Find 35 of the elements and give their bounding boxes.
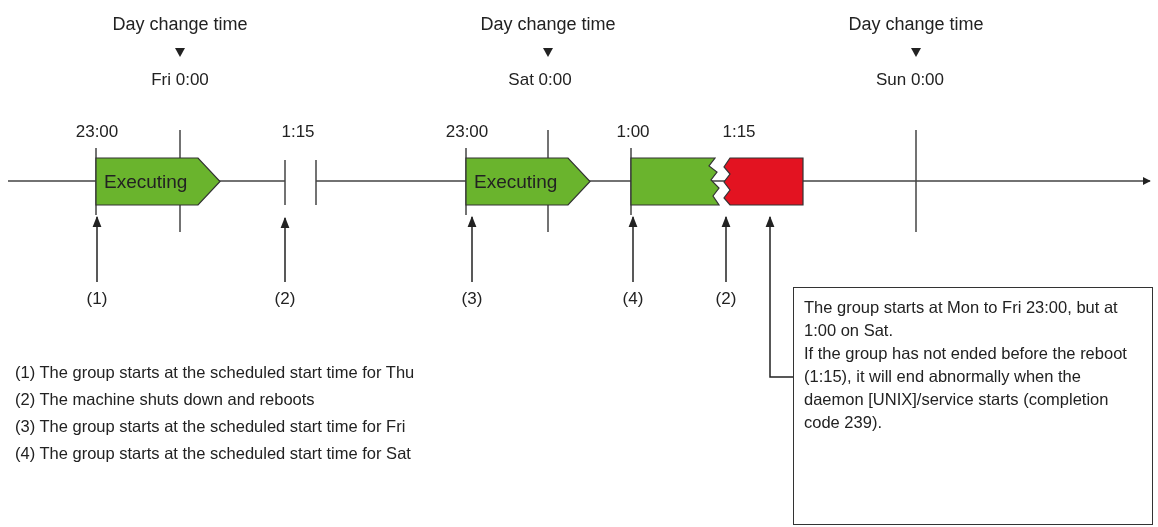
leader-line — [765, 215, 794, 378]
time-label: 1:15 — [281, 122, 315, 142]
day-time-label: Sat 0:00 — [508, 70, 572, 90]
day-time-label: Sun 0:00 — [875, 70, 945, 90]
day-change-label: Day change time — [480, 14, 616, 34]
abnormal-end-bar — [722, 158, 803, 205]
note-text: If the group has not ended before the reboot (1:15), it will end abnormally when the daemon [UNIX]/service starts (completion code 239). — [804, 343, 1128, 433]
bar-label: Executing — [104, 171, 188, 192]
time-label: 1:00 — [616, 122, 650, 142]
arrow — [92, 215, 102, 283]
time-label: 23:00 — [445, 122, 489, 142]
callout-number: (2) — [274, 288, 296, 310]
day-time-label: Fri 0:00 — [151, 70, 209, 90]
executing-bar — [96, 158, 220, 205]
day-change-label: Day change time — [848, 14, 984, 34]
arrow — [628, 215, 638, 283]
note-text: The group starts at Mon to Fri 23:00, but at 1:00 on Sat. — [804, 297, 1119, 341]
callout-number: (1) — [86, 288, 108, 310]
executing-bar — [631, 158, 721, 205]
explanation-text: (1) The group starts at the scheduled start time for Thu — [15, 362, 415, 382]
callout-number: (4) — [622, 288, 644, 310]
executing-bar — [466, 158, 590, 205]
explanation-text: (4) The group starts at the scheduled start time for Sat — [15, 443, 411, 463]
explanation-text: (3) The group starts at the scheduled start time for Fri — [15, 416, 406, 436]
note-box — [793, 287, 1153, 525]
arrow — [467, 215, 477, 283]
arrow — [721, 215, 731, 283]
day-change-label: Day change time — [112, 14, 248, 34]
callout-number: (2) — [715, 288, 737, 310]
time-label: 23:00 — [75, 122, 119, 142]
explanation-text: (2) The machine shuts down and reboots — [15, 389, 315, 409]
time-label: 1:15 — [722, 122, 756, 142]
callout-number: (3) — [461, 288, 483, 310]
bar-label: Executing — [474, 171, 558, 192]
arrow — [280, 216, 290, 283]
